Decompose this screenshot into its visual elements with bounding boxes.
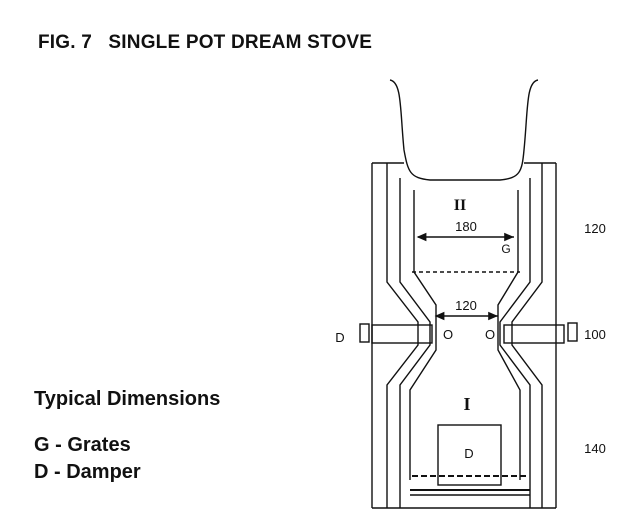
wall-right-line-1 bbox=[511, 163, 543, 508]
wall-left-line-2 bbox=[399, 178, 431, 508]
upper-chamber-label: II bbox=[454, 197, 466, 214]
wall-right-inner bbox=[497, 190, 521, 480]
lower-damper-box bbox=[437, 424, 502, 486]
height-upper-label: 120 bbox=[584, 221, 606, 236]
damper-handle-right bbox=[567, 322, 578, 342]
figure-title: FIG. 7 SINGLE POT DREAM STOVE bbox=[38, 32, 373, 53]
wall-left-line-1 bbox=[386, 163, 419, 508]
damper-bar-right bbox=[503, 324, 565, 344]
damper-left-label: D bbox=[335, 330, 344, 345]
hole-left: O bbox=[443, 327, 453, 342]
legend-heading: Typical Dimensions bbox=[34, 388, 221, 410]
damper-bar-left bbox=[371, 324, 433, 344]
hole-right: O bbox=[485, 327, 495, 342]
grate-label: G bbox=[501, 242, 510, 256]
wall-left-inner bbox=[409, 190, 437, 480]
height-lower-label: 140 bbox=[584, 441, 606, 456]
damper-handle-left bbox=[359, 323, 370, 343]
lower-chamber-label: I bbox=[463, 394, 470, 414]
legend-item-damper: D - Damper bbox=[34, 461, 141, 483]
wall-right-line-2 bbox=[499, 178, 531, 508]
throat-width-label: 120 bbox=[455, 298, 477, 313]
legend-item-grates: G - Grates bbox=[34, 434, 131, 456]
height-middle-label: 100 bbox=[584, 327, 606, 342]
pot-outline bbox=[389, 79, 539, 181]
damper-box-label: D bbox=[464, 446, 473, 461]
upper-width-label: 180 bbox=[455, 219, 477, 234]
